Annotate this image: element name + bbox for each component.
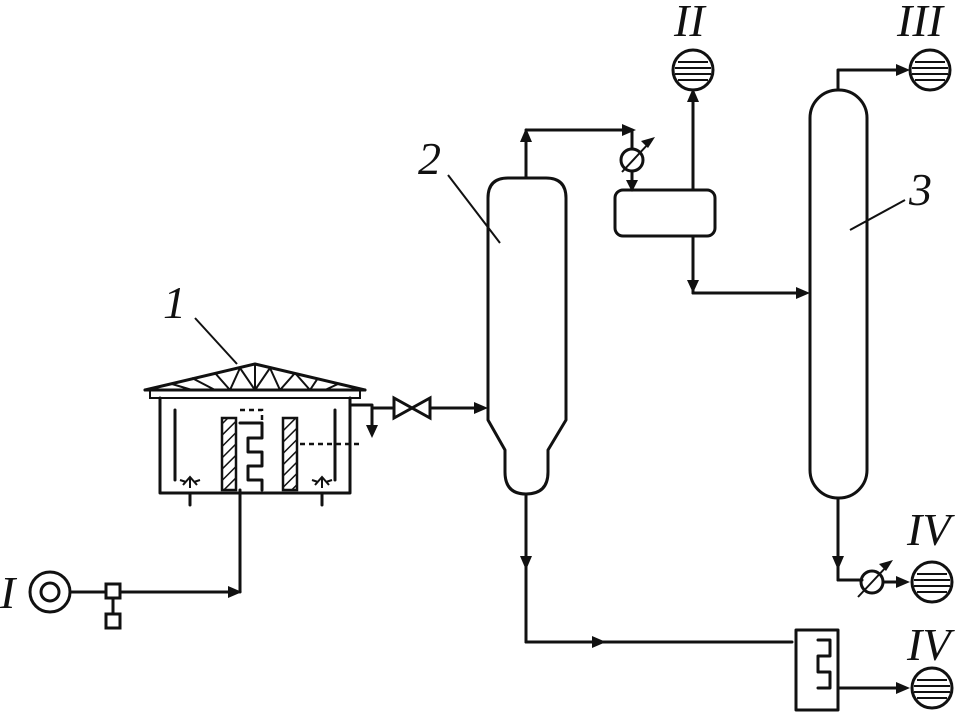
leader-unit-1 (194, 317, 238, 365)
stream-i-source-pump (28, 570, 72, 614)
label-stream-iv-bottom: IV (906, 619, 955, 670)
reflux-drum (613, 188, 717, 238)
label-stream-ii: II (673, 0, 707, 46)
stream-ii-outlet (671, 48, 715, 192)
label-stream-i: I (0, 567, 18, 618)
stream-iv-bottom-line (520, 492, 954, 712)
label-stream-iv-top: IV (906, 504, 955, 555)
stream-iv-top-outlet (832, 496, 954, 604)
label-unit-3: 3 (908, 164, 932, 215)
leader-unit-3 (849, 199, 906, 231)
transfer-line-with-valve (370, 395, 488, 421)
label-unit-1: 1 (163, 277, 186, 328)
unit-1-reactor (143, 362, 378, 507)
unit-2-separator-column (486, 176, 568, 496)
feed-line-to-reactor (68, 488, 242, 630)
label-unit-2: 2 (418, 133, 441, 184)
unit-3-distillation-column (808, 88, 869, 500)
stream-iii-outlet (836, 48, 952, 92)
feed-to-column-3 (687, 234, 810, 299)
label-stream-iii: III (896, 0, 946, 46)
leader-unit-2 (447, 174, 501, 244)
overhead-line (520, 124, 655, 192)
